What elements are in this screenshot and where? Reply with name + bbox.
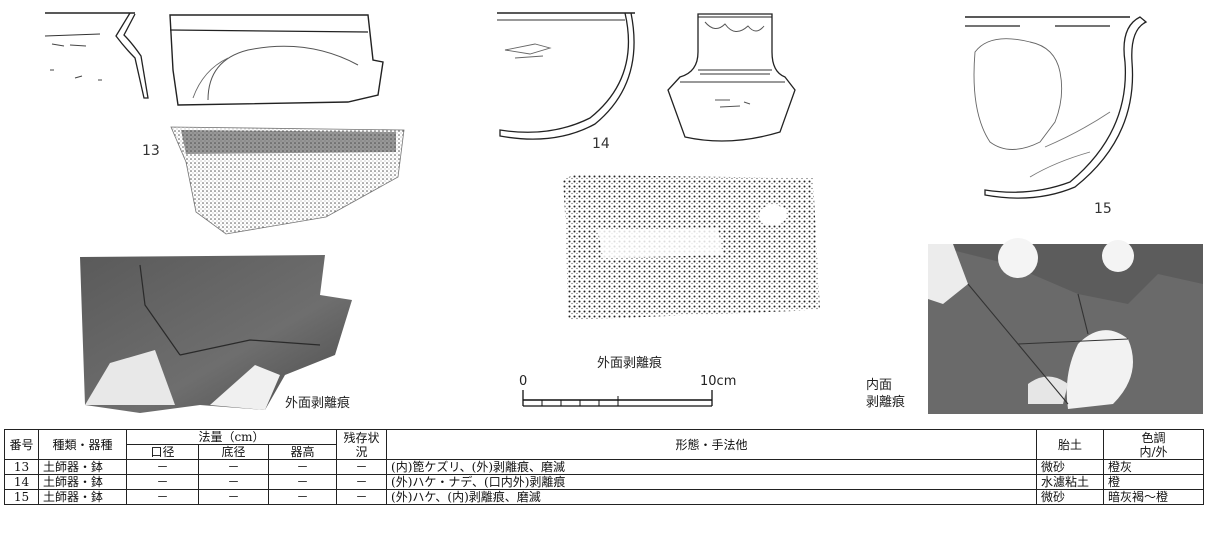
cell-rim: － (126, 489, 199, 505)
sherd-14-profile-drawing (497, 12, 635, 140)
figure-15-exfoliation-label-line2: 剥離痕 (866, 395, 906, 410)
cell-height: － (267, 474, 338, 490)
scale-bar (522, 390, 713, 407)
cell-number: 14 (4, 474, 39, 490)
cell-clay: 微砂 (1036, 489, 1105, 505)
sherd-13-profile-drawing (44, 12, 149, 99)
header-number: 番号 (4, 429, 39, 460)
sherd-13-photo (80, 255, 352, 413)
cell-remaining: － (336, 474, 388, 490)
sherd-13-outline-drawing (169, 14, 384, 106)
sherd-13-rubbing (170, 126, 405, 235)
cell-base: － (198, 474, 269, 490)
cell-form: (外)ハケ・ナデ、(口内外)剥離痕 (386, 474, 1038, 490)
cell-remaining: － (336, 459, 388, 475)
header-color-bottom: 内/外 (1139, 444, 1168, 459)
table-row: 15 土師器・鉢 － － － － (外)ハケ、(内)剥離痕、磨滅 微砂 暗灰褐～… (4, 489, 1205, 505)
cell-base: － (198, 489, 269, 505)
cell-rim: － (126, 474, 199, 490)
observation-table: 番号 種類・器種 法量（cm） 残存状況 形態・手法他 胎土 色調 内/外 口径… (4, 429, 1205, 505)
figure-14-number: 14 (592, 136, 610, 152)
figure-13-number: 13 (142, 143, 160, 159)
cell-form: (内)箆ケズリ、(外)剥離痕、磨滅 (386, 459, 1038, 475)
scale-start-label: 0 (519, 374, 528, 389)
header-form-technique: 形態・手法他 (386, 429, 1038, 460)
cell-clay: 微砂 (1036, 459, 1105, 475)
sherd-15-photo (928, 238, 1203, 414)
cell-type: 土師器・鉢 (38, 489, 127, 505)
cell-color: 橙灰 (1103, 459, 1205, 475)
header-remaining: 残存状況 (336, 429, 388, 460)
table-header-row: 番号 種類・器種 法量（cm） 残存状況 形態・手法他 胎土 色調 内/外 (4, 429, 1205, 460)
figure-15-exfoliation-label-line1: 内面 (866, 378, 893, 393)
table-row: 13 土師器・鉢 － － － － (内)箆ケズリ、(外)剥離痕、磨滅 微砂 橙灰 (4, 459, 1205, 475)
cell-base: － (198, 459, 269, 475)
cell-type: 土師器・鉢 (38, 459, 127, 475)
header-rim-diameter: 口径 (126, 444, 199, 460)
cell-number: 13 (4, 459, 39, 475)
cell-form: (外)ハケ、(内)剥離痕、磨滅 (386, 489, 1038, 505)
vessel-14-reconstruction-drawing (667, 13, 796, 142)
figure-15-number: 15 (1094, 201, 1112, 217)
cell-rim: － (126, 459, 199, 475)
cell-clay: 水濾粘土 (1036, 474, 1105, 490)
cell-type: 土師器・鉢 (38, 474, 127, 490)
cell-remaining: － (336, 489, 388, 505)
cell-height: － (267, 459, 338, 475)
header-clay: 胎土 (1036, 429, 1105, 460)
sherd-14-rubbing (563, 175, 820, 320)
cell-color: 橙 (1103, 474, 1205, 490)
figure-14-exfoliation-label: 外面剥離痕 (597, 356, 663, 371)
header-base-diameter: 底径 (198, 444, 269, 460)
cell-number: 15 (4, 489, 39, 505)
header-color: 色調 内/外 (1103, 429, 1205, 460)
header-vessel-height: 器高 (267, 444, 338, 460)
header-measurements: 法量（cm） (125, 429, 338, 445)
table-row: 14 土師器・鉢 － － － － (外)ハケ・ナデ、(口内外)剥離痕 水濾粘土 … (4, 474, 1205, 490)
cell-color: 暗灰褐～橙 (1103, 489, 1205, 505)
cell-height: － (267, 489, 338, 505)
header-color-top: 色調 (1141, 430, 1166, 445)
sherd-15-profile-drawing (965, 16, 1148, 199)
figure-13-exfoliation-label: 外面剥離痕 (285, 396, 351, 411)
header-type: 種類・器種 (38, 429, 127, 460)
scale-end-label: 10cm (700, 374, 737, 389)
